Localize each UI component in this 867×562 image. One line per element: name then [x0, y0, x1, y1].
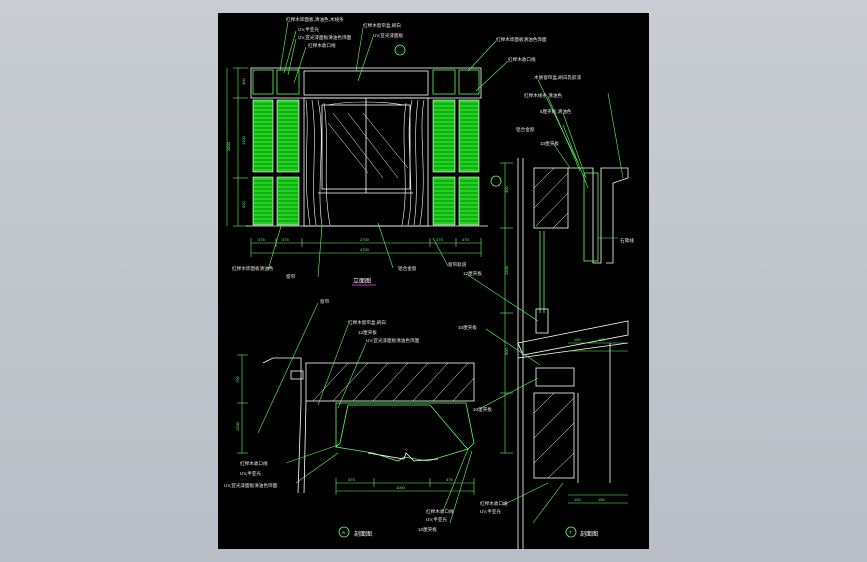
note-plan-10: 10厘夹板 [418, 526, 437, 533]
note-plan-8: 红榉木收口线 [426, 508, 454, 515]
louver-panels [252, 99, 480, 226]
elevation-title: 立面图 [353, 277, 371, 285]
cornice-band [250, 67, 482, 99]
vertical-section-view [467, 79, 629, 549]
note-7: 红榉木饰面板清油色饰面 [496, 36, 547, 43]
dim-right-a: 400 [504, 186, 509, 193]
dim-side-col-1: 475 [258, 237, 265, 242]
note-19: 红榉木饰面板清油色 [232, 265, 274, 272]
dim-plan-depth: 700 [235, 376, 240, 383]
dim-upper-panel: 1200 [241, 135, 246, 145]
dim-plan-side-2: 475 [446, 477, 453, 482]
note-6: UV,亚光漆面板 [373, 32, 404, 39]
note-plan-9: UV,半亚光 [426, 516, 447, 523]
note-18: 红榉木收口线 [508, 56, 536, 63]
section-title-right: 剖面图 [580, 530, 598, 538]
dim-side-col-3: 475 [436, 237, 443, 242]
note-10: 窗帘轨道 [448, 261, 467, 268]
cad-drawing: 2800 400 1200 600 475 475 2700 475 475 4… [224, 16, 634, 549]
note-4: 红榉木收口线 [308, 42, 336, 49]
note-12: 窗帘 [286, 273, 296, 280]
plan-section-view [237, 302, 475, 538]
note-right-a: 10厘夹板 [473, 406, 492, 413]
note-plan-5: 红榉木收口线 [240, 460, 268, 467]
header-block [533, 167, 569, 229]
note-plan-3: 12厘夹板 [358, 329, 377, 336]
dim-right-f: 100 [574, 497, 581, 502]
leader-lines [267, 21, 509, 278]
section-mark-left: A [342, 530, 346, 535]
note-plan-6: UV,半亚光 [240, 470, 261, 477]
dim-total-width: 4700 [360, 247, 370, 252]
dim-right-e: 150 [598, 337, 605, 342]
horizontal-dimension [250, 238, 482, 257]
note-16: 5厘夹板,清油色 [540, 108, 572, 115]
dim-lower-panel: 600 [241, 201, 246, 208]
note-5: 红榉木窗帘盒,刷白 [363, 22, 401, 29]
ref-circle-2 [490, 175, 502, 187]
note-plan-7: UV,亚光漆面板清油色饰面 [224, 482, 278, 489]
note-2: UV,半亚光 [298, 26, 319, 33]
top-box-1 [252, 69, 274, 95]
note-plan-2: 红榉木窗帘盒,刷白 [348, 319, 386, 326]
elevation-view [226, 21, 509, 278]
top-box-4 [458, 69, 480, 95]
vertical-dimension [226, 67, 248, 227]
note-14: 石膏线 [620, 237, 634, 244]
sill-block [533, 392, 575, 479]
section-title-left: 剖面图 [354, 530, 372, 538]
note-plan-4: UV,亚光漆面板清油色饰面 [366, 337, 420, 344]
note-right-b: 红榉木收口线 [480, 500, 508, 507]
dim-right-b: 1200 [504, 265, 509, 275]
top-box-2 [276, 69, 300, 95]
note-20: 10厘夹板 [458, 324, 477, 331]
note-17: 红榉木线条,清油色 [524, 92, 562, 99]
ref-circle [394, 44, 406, 56]
dim-middle-span: 2700 [360, 237, 370, 242]
top-box-3 [432, 69, 456, 95]
dim-overall-height: 2800 [226, 141, 231, 151]
note-13: 12厘夹板 [463, 270, 482, 277]
dim-plan-depth-2: 1200 [235, 421, 240, 431]
dim-plan-side-1: 475 [348, 477, 355, 482]
glass-hatch [327, 112, 409, 179]
cornice-profile [568, 167, 629, 264]
dim-right-d: 100 [574, 337, 581, 342]
dim-side-col-4: 475 [462, 237, 469, 242]
section-mark-right: 7 [569, 530, 572, 535]
note-plan-1: 窗帘 [320, 298, 330, 305]
curtains [305, 99, 425, 226]
note-15: 铝合金窗 [398, 265, 417, 272]
note-1: 红榉木饰面板,清油色,木线条 [286, 16, 344, 23]
dim-right-c: 600 [504, 348, 509, 355]
dim-right-g: 150 [598, 497, 605, 502]
section-mark-right-circle [565, 526, 577, 538]
dim-top-band: 400 [241, 78, 246, 85]
note-9: 10厘夹板 [540, 140, 559, 147]
drawing-sheet: 2800 400 1200 600 475 475 2700 475 475 4… [218, 13, 649, 549]
wall-block [305, 362, 475, 402]
section-mark-left-circle [338, 526, 350, 538]
note-3: UV,亚光漆面板清油色饰面 [298, 34, 352, 41]
dim-plan-width: 1000 [396, 485, 406, 490]
dim-side-col-2: 475 [282, 237, 289, 242]
curtain-box [303, 70, 429, 96]
note-8: 木质窗帘盒,刷白乳胶漆 [534, 74, 582, 81]
note-11: 铝合金窗 [516, 126, 535, 133]
note-right-c: UV,半亚光 [480, 508, 501, 515]
